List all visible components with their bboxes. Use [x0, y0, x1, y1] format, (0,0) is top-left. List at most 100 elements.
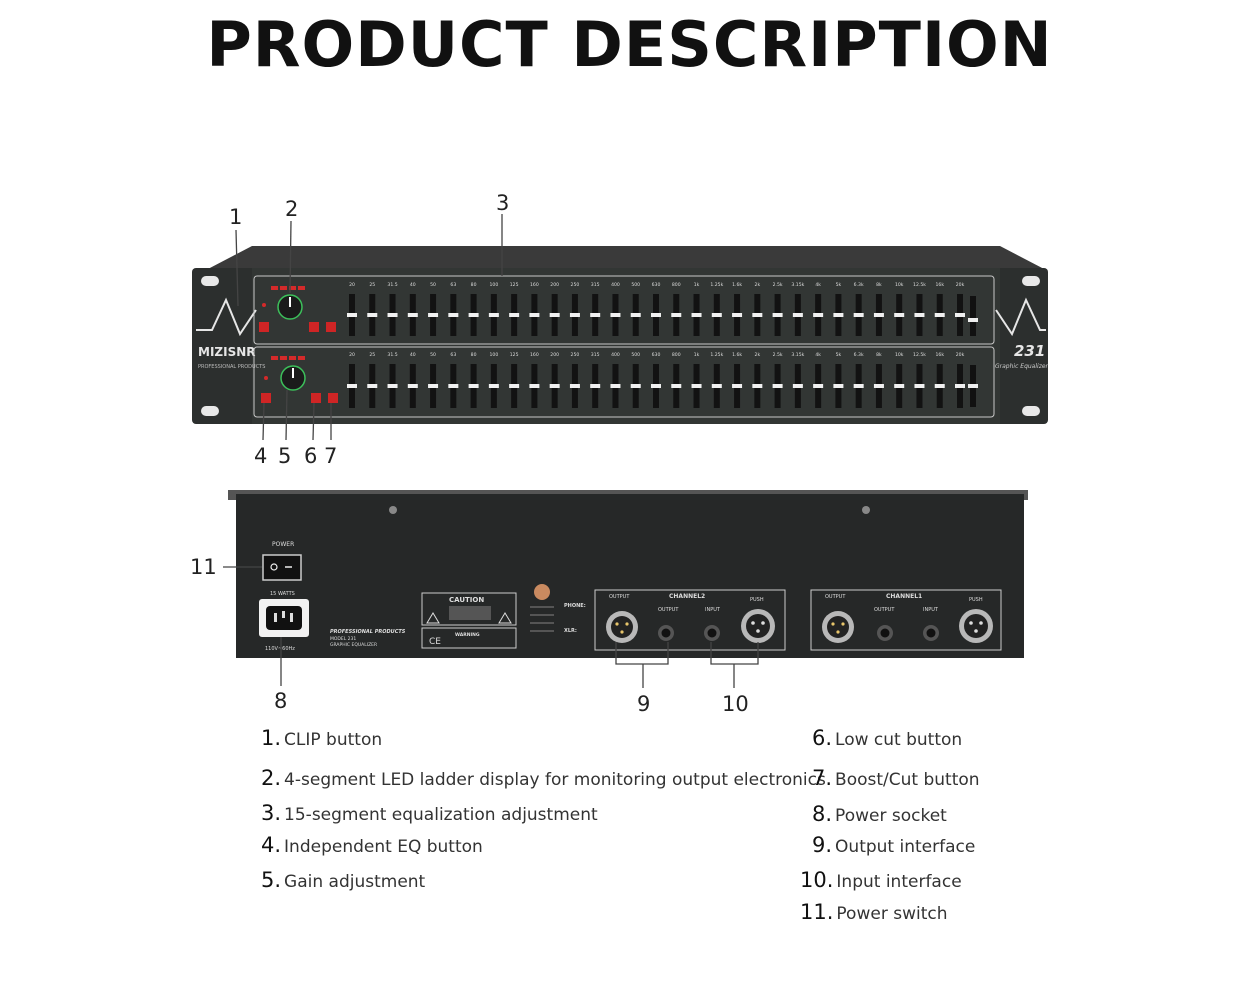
eq-bypass-button[interactable]: [259, 322, 269, 332]
eq-slider-knob[interactable]: [955, 384, 965, 388]
eq-slider-knob[interactable]: [529, 313, 540, 317]
eq-slider-knob[interactable]: [853, 313, 864, 317]
wave-logo-icon: [196, 297, 257, 337]
eq-slider-knob[interactable]: [509, 384, 520, 388]
eq-slider-knob[interactable]: [590, 313, 601, 317]
eq-slider-knob[interactable]: [407, 384, 418, 388]
eq-slider-knob[interactable]: [671, 313, 682, 317]
eq-slider-knob[interactable]: [529, 384, 540, 388]
frequency-label: 2.5k: [773, 352, 783, 358]
low-cut-button[interactable]: [309, 322, 319, 332]
eq-slider-knob[interactable]: [894, 384, 905, 388]
eq-slider-knob[interactable]: [367, 384, 378, 388]
frequency-label: 20k: [956, 352, 965, 358]
gain-knob[interactable]: [280, 365, 306, 391]
eq-slider-knob[interactable]: [488, 384, 499, 388]
eq-slider-knob[interactable]: [651, 384, 661, 388]
callout-number: 8: [274, 689, 287, 713]
callout-number: 5: [278, 444, 291, 468]
boost-cut-button[interactable]: [328, 393, 338, 403]
eq-slider-knob[interactable]: [651, 313, 661, 317]
eq-slider-knob[interactable]: [448, 313, 459, 317]
eq-slider-knob[interactable]: [732, 313, 743, 317]
eq-slider-knob[interactable]: [873, 384, 884, 388]
eq-slider-knob[interactable]: [630, 313, 641, 317]
boost-cut-button[interactable]: [326, 322, 336, 332]
eq-slider-knob[interactable]: [873, 313, 884, 317]
eq-slider-knob[interactable]: [955, 313, 965, 317]
eq-slider-knob[interactable]: [772, 384, 783, 388]
eq-slider-knob[interactable]: [549, 384, 560, 388]
callout-number: 7: [324, 444, 337, 468]
eq-slider-knob[interactable]: [772, 313, 783, 317]
eq-slider-knob[interactable]: [711, 313, 722, 317]
eq-slider-knob[interactable]: [367, 313, 378, 317]
eq-slider-knob[interactable]: [914, 313, 925, 317]
eq-slider-knob[interactable]: [752, 384, 763, 388]
eq-slider-knob[interactable]: [934, 313, 945, 317]
watts-label: 15 WATTS: [270, 591, 295, 597]
frequency-label: 2.5k: [773, 282, 783, 288]
eq-slider-knob[interactable]: [752, 313, 763, 317]
eq-slider-knob[interactable]: [569, 384, 580, 388]
eq-slider-knob[interactable]: [407, 313, 418, 317]
warning-label: WARNING: [455, 632, 480, 638]
eq-slider-knob[interactable]: [853, 384, 864, 388]
frequency-label: 4k: [815, 282, 821, 288]
frequency-label: 31.5: [387, 282, 397, 288]
eq-slider-knob[interactable]: [711, 384, 722, 388]
eq-slider-knob[interactable]: [428, 384, 439, 388]
eq-slider-knob[interactable]: [347, 313, 357, 317]
eq-slider-knob[interactable]: [691, 384, 702, 388]
eq-slider-knob[interactable]: [569, 313, 580, 317]
callout-number: 10: [722, 692, 749, 716]
level-slider[interactable]: [968, 384, 978, 388]
power-switch[interactable]: [262, 554, 302, 581]
eq-slider-knob[interactable]: [610, 313, 621, 317]
eq-slider-knob[interactable]: [428, 313, 439, 317]
callout-number: 11: [190, 555, 217, 579]
eq-slider-knob[interactable]: [347, 384, 357, 388]
eq-slider-knob[interactable]: [792, 313, 803, 317]
gain-knob[interactable]: [277, 294, 303, 320]
eq-slider-knob[interactable]: [691, 313, 702, 317]
eq-slider-knob[interactable]: [934, 384, 945, 388]
eq-slider-knob[interactable]: [488, 313, 499, 317]
frequency-label: 25: [369, 282, 375, 288]
level-slider[interactable]: [968, 318, 978, 322]
input-label: INPUT: [705, 607, 721, 613]
eq-slider-knob[interactable]: [549, 313, 560, 317]
frequency-label: 2k: [755, 352, 761, 358]
eq-slider-knob[interactable]: [833, 313, 844, 317]
front-panel: MIZISNR PROFESSIONAL PRODUCTS 231 Graphi…: [192, 246, 1049, 424]
eq-slider-knob[interactable]: [813, 384, 824, 388]
frequency-label: 10k: [895, 282, 904, 288]
eq-slider-knob[interactable]: [732, 384, 743, 388]
eq-slider-knob[interactable]: [468, 313, 479, 317]
low-cut-button[interactable]: [311, 393, 321, 403]
eq-slider-knob[interactable]: [387, 313, 398, 317]
frequency-label: 160: [530, 352, 539, 358]
channel2-label: CHANNEL2: [669, 593, 705, 600]
eq-slider-knob[interactable]: [813, 313, 824, 317]
frequency-label: 25: [369, 352, 375, 358]
eq-slider-knob[interactable]: [610, 384, 621, 388]
frequency-label: 12.5k: [913, 282, 926, 288]
brand-name: MIZISNR: [198, 345, 256, 359]
warranty-sticker: [534, 584, 550, 600]
eq-slider-knob[interactable]: [630, 384, 641, 388]
frequency-label: 160: [530, 282, 539, 288]
eq-slider-knob[interactable]: [894, 313, 905, 317]
eq-slider-knob[interactable]: [792, 384, 803, 388]
channel-1-io: CHANNEL1 OUTPUT OUTPUT INPUT PUSH: [810, 589, 1002, 651]
eq-slider-knob[interactable]: [387, 384, 398, 388]
eq-slider-knob[interactable]: [448, 384, 459, 388]
eq-slider-knob[interactable]: [914, 384, 925, 388]
eq-slider-knob[interactable]: [833, 384, 844, 388]
eq-slider-knob[interactable]: [468, 384, 479, 388]
eq-bypass-button[interactable]: [261, 393, 271, 403]
eq-slider-knob[interactable]: [509, 313, 520, 317]
eq-slider-knob[interactable]: [671, 384, 682, 388]
clip-led: [264, 376, 268, 380]
eq-slider-knob[interactable]: [590, 384, 601, 388]
